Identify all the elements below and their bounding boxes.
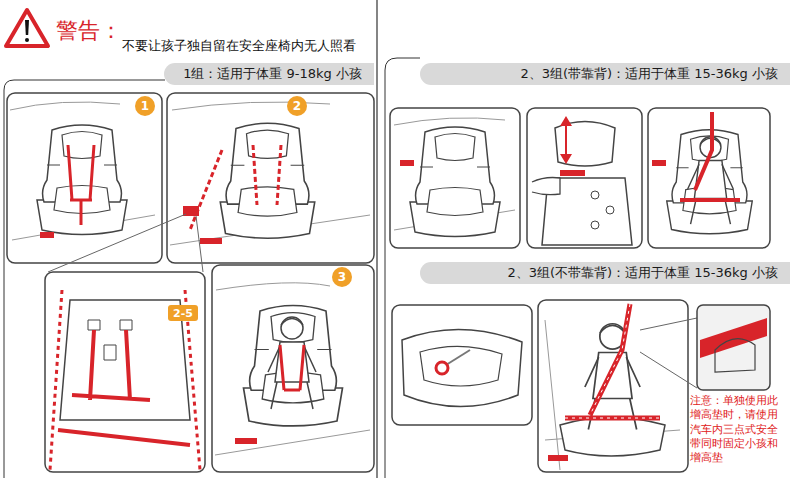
adjust-arrowhead (560, 116, 572, 164)
panel (538, 300, 688, 472)
node-text: 3 (338, 270, 346, 284)
booster-cushion (402, 329, 522, 406)
belt-clip (436, 362, 448, 374)
node-text: 1 (141, 99, 149, 113)
car-seat (667, 130, 753, 234)
zoom-leader (640, 318, 697, 388)
warning-text: 不要让孩子独自留在安全座椅内无人照看 (122, 38, 356, 55)
zoom-leader (48, 214, 203, 272)
red-tag (400, 160, 414, 166)
car-seat (220, 123, 315, 238)
node-text: 2 (293, 99, 301, 113)
callout-number: 2 (287, 96, 307, 116)
node-text: 1组：适用于体重 9-18kg 小孩 (183, 65, 362, 83)
harness-strap (58, 330, 190, 445)
belt-zoom (700, 318, 767, 358)
seat-belt (565, 304, 660, 418)
warning-dot (25, 38, 29, 42)
panel (212, 265, 374, 472)
harness-strap (280, 345, 304, 390)
adjust-arrow (565, 124, 567, 156)
car-interior (215, 283, 370, 455)
hand (532, 178, 560, 195)
panel (392, 305, 532, 425)
panel (648, 108, 770, 248)
warning-mark (25, 20, 29, 35)
callout-number: 1 (135, 96, 155, 116)
harness-strap (190, 145, 281, 230)
panel (167, 93, 374, 263)
warning-triangle (6, 10, 48, 46)
group-band: 2、3组(不带靠背)：适用于体重 15-36kg 小孩 (420, 262, 790, 284)
panel (390, 108, 520, 248)
panel (7, 93, 162, 263)
car-seat (410, 127, 500, 237)
node-text: 2、3组(不带靠背)：适用于体重 15-36kg 小孩 (507, 264, 778, 282)
red-tag (40, 232, 54, 238)
group-band: 2、3组(带靠背)：适用于体重 15-36kg 小孩 (420, 63, 790, 85)
slot (591, 191, 599, 199)
zoom-box (697, 305, 770, 390)
callout-number: 2-5 (168, 305, 198, 321)
panel (527, 108, 642, 248)
buckle (200, 238, 222, 244)
booster-cushion (560, 418, 665, 457)
buckle (235, 438, 257, 444)
callout-number: 3 (332, 267, 352, 287)
buckle (548, 455, 568, 461)
note-text: 注意：单独使用此增高垫时，请使用汽车内三点式安全带同时固定小孩和增高垫 (690, 394, 784, 465)
adjust-handle (560, 170, 585, 176)
group-band: 1组：适用于体重 9-18kg 小孩 (164, 63, 374, 85)
car-seat (244, 306, 343, 426)
panel (45, 272, 205, 472)
car-interior (170, 102, 370, 245)
slot (606, 206, 614, 214)
warning-title: 警告： (56, 16, 122, 46)
seat-belt (680, 112, 740, 200)
node-text: 2、3组(带靠背)：适用于体重 15-36kg 小孩 (520, 65, 778, 83)
belt-guide (715, 339, 755, 372)
car-interior (10, 102, 155, 240)
belt-route (50, 290, 200, 470)
car-interior (545, 320, 680, 470)
belt-stitch (565, 304, 660, 418)
booster-seat (420, 346, 502, 386)
divider (376, 0, 377, 478)
slot (591, 221, 599, 229)
booster-strap (446, 350, 470, 365)
node-text: 2-5 (173, 307, 193, 320)
harness-strap (68, 145, 94, 225)
red-tag (652, 160, 666, 166)
child-figure (268, 317, 316, 409)
car-seat (37, 125, 127, 235)
